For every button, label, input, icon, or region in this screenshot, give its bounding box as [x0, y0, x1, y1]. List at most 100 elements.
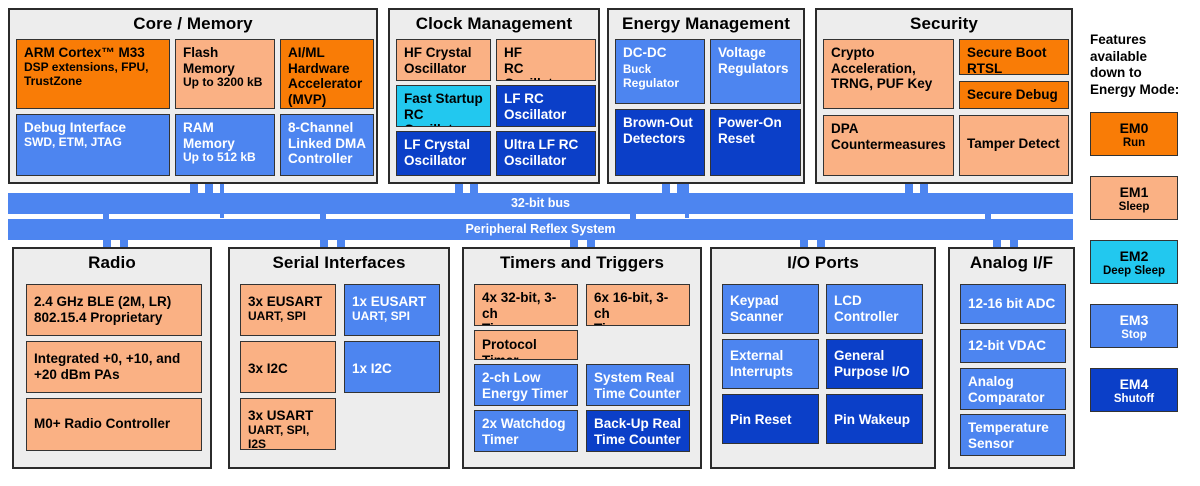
block-protocol-timer[interactable]: Protocol Timer	[474, 330, 578, 360]
legend-item-em2: EM2 Deep Sleep	[1090, 240, 1178, 284]
block-24ghz-ble[interactable]: 2.4 GHz BLE (2M, LR) 802.15.4 Proprietar…	[26, 284, 202, 336]
block-line1: Debug Interface	[24, 120, 127, 135]
block-analog-comparator[interactable]: Analog Comparator	[960, 368, 1066, 410]
bus-stub	[905, 184, 913, 193]
legend-item-em1: EM1 Sleep	[1090, 176, 1178, 220]
block-12-bit-vdac[interactable]: 12-bit VDAC	[960, 329, 1066, 363]
block-lcd-controller[interactable]: LCD Controller	[826, 284, 923, 334]
panel-title-serial-interfaces: Serial Interfaces	[272, 253, 406, 272]
block-external-interrupts[interactable]: External Interrupts	[722, 339, 819, 389]
block-line2: UART, SPI	[352, 308, 411, 323]
block-line1: Temperature Sensor	[968, 420, 1049, 451]
block-8-channel-linked-dma-controller[interactable]: 8-Channel Linked DMA Controller	[280, 114, 374, 176]
block-line1: 6x 16-bit, 3-ch Timers	[594, 290, 669, 325]
block-line1: 3x USART	[248, 408, 314, 423]
panel-title-timers-and-triggers: Timers and Triggers	[499, 253, 665, 272]
block-fast-startup-rc-oscillator[interactable]: Fast Startup RC Oscillator	[396, 85, 491, 127]
legend-item-em3: EM3 Stop	[1090, 304, 1178, 348]
bus-stub	[817, 240, 825, 248]
panel-radio: Radio 2.4 GHz BLE (2M, LR) 802.15.4 Prop…	[12, 247, 212, 469]
legend-item-em4: EM4 Shutoff	[1090, 368, 1178, 412]
block-line1: Secure Boot RTSL	[967, 45, 1047, 75]
block-line1: Fast Startup RC Oscillator	[404, 91, 483, 126]
panel-energy-management: Energy Management DC-DC Buck Regulator V…	[607, 8, 805, 184]
block-crypto-acceleration[interactable]: Crypto Acceleration, TRNG, PUF Key	[823, 39, 954, 109]
block-line1: 3x I2C	[248, 361, 288, 376]
panel-title-radio: Radio	[88, 253, 136, 272]
bus-stub	[470, 184, 478, 193]
block-3x-i2c[interactable]: 3x I2C	[240, 341, 336, 393]
block-4x-32bit-timers[interactable]: 4x 32-bit, 3-ch Timers	[474, 284, 578, 326]
block-12-16-bit-adc[interactable]: 12-16 bit ADC	[960, 284, 1066, 324]
block-lf-rc-oscillator[interactable]: LF RC Oscillator	[496, 85, 596, 127]
block-line1: DPA Countermeasures	[831, 121, 946, 152]
block-voltage-regulators[interactable]: Voltage Regulators	[710, 39, 801, 104]
block-line1: System Real Time Counter	[594, 370, 681, 401]
block-line1-small: Buck	[623, 63, 652, 76]
block-keypad-scanner[interactable]: Keypad Scanner	[722, 284, 819, 334]
block-line1: 12-bit VDAC	[968, 338, 1047, 353]
block-ram-memory[interactable]: RAM Memory Up to 512 kB	[175, 114, 275, 176]
block-m0-radio-controller[interactable]: M0+ Radio Controller	[26, 398, 202, 451]
block-system-real-time-counter[interactable]: System Real Time Counter	[586, 364, 690, 406]
block-2x-watchdog-timer[interactable]: 2x Watchdog Timer	[474, 410, 578, 452]
block-line1: Brown-Out Detectors	[623, 115, 693, 146]
bus-stub	[103, 214, 109, 219]
block-aiml-hardware-accelerator[interactable]: AI/ML Hardware Accelerator (MVP)	[280, 39, 374, 109]
block-3x-eusart[interactable]: 3x EUSART UART, SPI	[240, 284, 336, 336]
block-secure-debug[interactable]: Secure Debug	[959, 81, 1069, 109]
block-debug-interface[interactable]: Debug Interface SWD, ETM, JTAG	[16, 114, 170, 176]
block-temperature-sensor[interactable]: Temperature Sensor	[960, 414, 1066, 456]
legend-mode-name: Shutoff	[1113, 393, 1155, 405]
block-line1: 12-16 bit ADC	[968, 296, 1056, 311]
bus-stub	[320, 240, 328, 248]
block-line1: Flash Memory	[183, 45, 235, 76]
block-dpa-countermeasures[interactable]: DPA Countermeasures	[823, 115, 954, 176]
block-line1: 1x I2C	[352, 361, 392, 376]
block-backup-real-time-counter[interactable]: Back-Up Real Time Counter	[586, 410, 690, 452]
block-pin-wakeup[interactable]: Pin Wakeup	[826, 394, 923, 444]
block-hf-crystal-oscillator[interactable]: HF Crystal Oscillator	[396, 39, 491, 81]
block-arm-cortex-m33[interactable]: ARM Cortex™ M33 DSP extensions, FPU, Tru…	[16, 39, 170, 109]
block-line2: UART, SPI, I2S	[248, 422, 310, 450]
block-line1-main: DC-DC	[623, 45, 667, 60]
legend-mode-name: Deep Sleep	[1103, 265, 1165, 277]
block-flash-memory[interactable]: Flash Memory Up to 3200 kB	[175, 39, 275, 109]
block-integrated-pas[interactable]: Integrated +0, +10, and +20 dBm PAs	[26, 341, 202, 393]
block-3x-usart[interactable]: 3x USART UART, SPI, I2S	[240, 398, 336, 450]
block-line1: General Purpose I/O	[834, 348, 910, 379]
block-2ch-low-energy-timer[interactable]: 2-ch Low Energy Timer	[474, 364, 578, 406]
bus-peripheral-reflex-system: Peripheral Reflex System	[8, 219, 1073, 240]
panel-title-clock-management: Clock Management	[415, 14, 573, 33]
block-general-purpose-io[interactable]: General Purpose I/O	[826, 339, 923, 389]
block-pin-reset[interactable]: Pin Reset	[722, 394, 819, 444]
legend-mode-id: EM2	[1119, 248, 1149, 264]
block-line1: Back-Up Real Time Counter	[594, 416, 682, 447]
block-brown-out-detectors[interactable]: Brown-Out Detectors	[615, 109, 705, 176]
legend-mode-id: EM1	[1119, 184, 1149, 200]
legend-title: Features available down to Energy Mode:	[1090, 32, 1180, 97]
block-line1: DC-DC Buck	[623, 45, 698, 77]
block-6x-16bit-timers[interactable]: 6x 16-bit, 3-ch Timers	[586, 284, 690, 326]
block-tamper-detect[interactable]: Tamper Detect	[959, 115, 1069, 176]
block-line1: Pin Wakeup	[834, 412, 911, 427]
block-line1: Keypad Scanner	[730, 293, 784, 324]
block-lf-crystal-oscillator[interactable]: LF Crystal Oscillator	[396, 131, 491, 176]
block-line1: Ultra LF RC Oscillator	[504, 137, 579, 168]
block-ultra-lf-rc-oscillator[interactable]: Ultra LF RC Oscillator	[496, 131, 596, 176]
block-1x-eusart[interactable]: 1x EUSART UART, SPI	[344, 284, 440, 336]
block-line1: Secure Debug	[967, 87, 1058, 102]
block-1x-i2c[interactable]: 1x I2C	[344, 341, 440, 393]
block-hf-rc-oscillator[interactable]: HF RC Oscillator	[496, 39, 596, 81]
bus-stub	[103, 240, 111, 248]
block-line1: ARM Cortex™ M33	[24, 45, 145, 60]
bus-stub	[985, 214, 991, 219]
block-dc-dc-buck-regulator[interactable]: DC-DC Buck Regulator	[615, 39, 705, 104]
block-secure-boot-rtsl[interactable]: Secure Boot RTSL	[959, 39, 1069, 75]
bus-stub	[320, 214, 326, 219]
bus-stub	[337, 240, 345, 248]
block-line2: Up to 512 kB	[183, 150, 256, 165]
bus-stub	[570, 240, 578, 248]
block-power-on-reset[interactable]: Power-On Reset	[710, 109, 801, 176]
